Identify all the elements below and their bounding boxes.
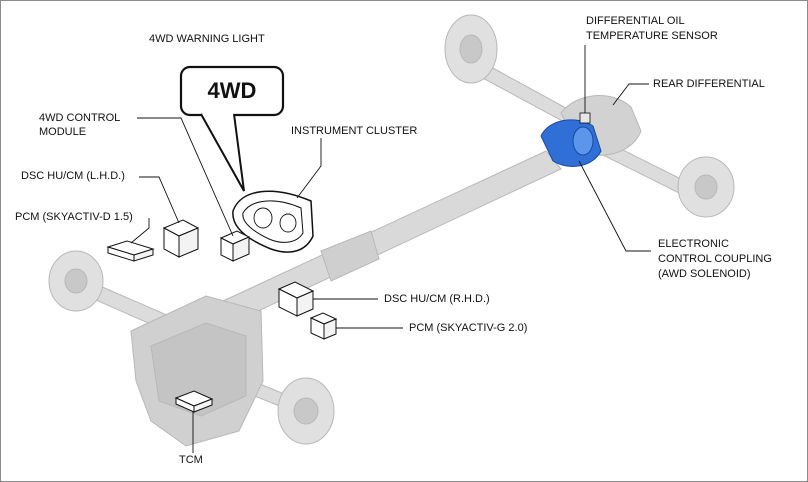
front-right-hub-center — [293, 397, 319, 425]
instrument-cluster — [232, 190, 314, 253]
differential-oil-temp-sensor — [579, 112, 591, 124]
engine-detail — [150, 322, 247, 417]
pcm-g-box — [309, 312, 338, 340]
4wd-control-module-box — [219, 230, 251, 262]
leader-4wd-control-module — [137, 117, 234, 237]
label-rear-differential: REAR DIFFERENTIAL — [653, 78, 765, 90]
label-pcm-skyactiv-g: PCM (SKYACTIV-G 2.0) — [409, 322, 528, 334]
label-coupling-line3: (AWD SOLENOID) — [658, 268, 751, 280]
pcm-d-box — [106, 240, 155, 262]
leader-coupling — [578, 160, 651, 252]
label-diff-sensor-line2: TEMPERATURE SENSOR — [586, 30, 718, 42]
label-coupling-line2: CONTROL COUPLING — [658, 253, 772, 265]
leader-pcm-d — [130, 218, 150, 244]
leader-rear-diff — [612, 83, 649, 106]
rear-right-hub-center — [694, 174, 718, 200]
dsc-lhd-box — [162, 219, 200, 258]
electronic-control-coupling — [540, 119, 602, 167]
label-tcm: TCM — [179, 454, 203, 466]
label-diff-sensor-line1: DIFFERENTIAL OIL — [586, 15, 685, 27]
tcm-box — [174, 390, 214, 413]
label-4wd-control-module-line2: MODULE — [39, 126, 87, 138]
propeller-shaft-joint — [320, 230, 380, 282]
dsc-rhd-box — [277, 281, 315, 317]
leader-instrument-cluster — [296, 138, 322, 199]
label-coupling-line1: ELECTRONIC — [658, 238, 729, 250]
label-dsc-lhd: DSC HU/CM (L.H.D.) — [21, 170, 125, 182]
label-dsc-rhd: DSC HU/CM (R.H.D.) — [384, 293, 490, 305]
leader-lines — [130, 45, 651, 453]
leader-dsc-lhd — [139, 176, 180, 224]
4wd-warning-badge-text: 4WD — [207, 78, 257, 103]
label-instrument-cluster: INSTRUMENT CLUSTER — [291, 125, 418, 137]
drivetrain — [48, 14, 735, 447]
warning-light-callout — [179, 65, 285, 192]
label-4wd-warning-light: 4WD WARNING LIGHT — [149, 33, 265, 45]
rear-left-hub-center — [459, 34, 483, 64]
label-4wd-control-module-line1: 4WD CONTROL — [39, 112, 121, 124]
label-pcm-skyactiv-d: PCM (SKYACTIV-D 1.5) — [15, 211, 133, 223]
front-left-hub-center — [64, 268, 88, 294]
